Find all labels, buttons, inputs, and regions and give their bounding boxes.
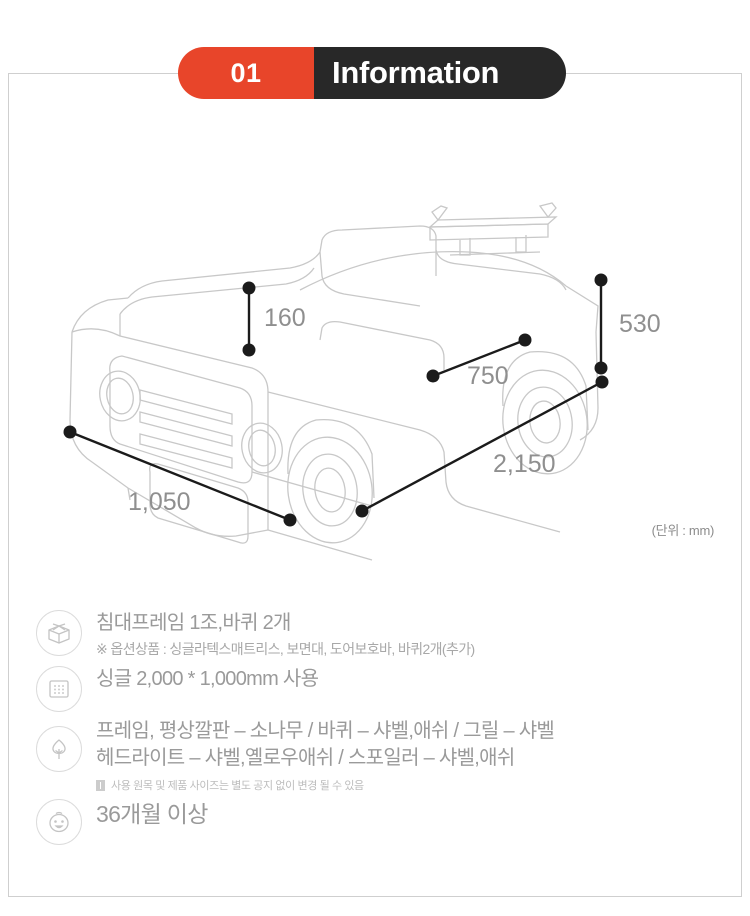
dimension-750: 750 — [426, 333, 532, 390]
product-dimension-diagram: 160 530 750 2,150 1,050 — [0, 100, 750, 570]
spec-body-materials: 프레임, 평상깔판 – 소나무 / 바퀴 – 샤벨,애쉬 / 그릴 – 샤벨 헤… — [96, 716, 555, 793]
spec-components-main: 침대프레임 1조,바퀴 2개 — [96, 612, 291, 634]
dimension-1050: 1,050 — [63, 425, 297, 527]
spec-components-options: ※ 옵션상품 : 싱글라텍스매트리스, 보면대, 도어보호바, 바퀴2개(추가) — [96, 641, 475, 657]
spec-row-components: 침대프레임 1조,바퀴 2개 ※ 옵션상품 : 싱글라텍스매트리스, 보면대, … — [36, 608, 716, 660]
dimension-160-label: 160 — [264, 304, 306, 332]
spec-materials-line1: 프레임, 평상깔판 – 소나무 / 바퀴 – 샤벨,애쉬 / 그릴 – 샤벨 — [96, 720, 555, 742]
spec-body-age: 36개월 이상 — [96, 797, 208, 830]
dimension-530: 530 — [594, 273, 661, 375]
tree-icon — [36, 726, 82, 772]
spec-body-mattress: 싱글 2,000 * 1,000mm 사용 — [96, 664, 319, 693]
spec-age-main: 36개월 이상 — [96, 801, 208, 827]
dimension-160: 160 — [242, 281, 306, 357]
dimension-2150: 2,150 — [355, 375, 609, 518]
spec-materials-note-row: 사용 원목 및 제품 사이즈는 별도 공지 없이 변경 될 수 있음 — [96, 777, 554, 793]
spec-materials-line2: 헤드라이트 – 샤벨,옐로우애쉬 / 스포일러 – 샤벨,애쉬 — [96, 747, 515, 769]
section-title: Information — [332, 55, 500, 90]
mattress-icon — [36, 666, 82, 712]
section-header: 01 Information — [178, 47, 566, 99]
spec-body-components: 침대프레임 1조,바퀴 2개 ※ 옵션상품 : 싱글라텍스매트리스, 보면대, … — [96, 608, 475, 660]
dimension-2150-label: 2,150 — [493, 450, 556, 478]
baby-icon — [36, 799, 82, 845]
dimension-750-label: 750 — [467, 362, 509, 390]
section-title-bar: Information — [314, 47, 566, 99]
content-panel — [8, 73, 742, 897]
spec-row-age: 36개월 이상 — [36, 797, 716, 845]
spec-row-materials: 프레임, 평상깔판 – 소나무 / 바퀴 – 샤벨,애쉬 / 그릴 – 샤벨 헤… — [36, 716, 716, 793]
dimension-530-label: 530 — [619, 310, 661, 338]
car-bed-illustration — [69, 202, 599, 561]
spec-materials-note: 사용 원목 및 제품 사이즈는 별도 공지 없이 변경 될 수 있음 — [111, 780, 364, 792]
section-number-badge: 01 — [178, 47, 314, 99]
spec-mattress-main: 싱글 2,000 * 1,000mm 사용 — [96, 668, 319, 690]
unit-note: (단위 : mm) — [651, 523, 715, 538]
section-number: 01 — [230, 57, 262, 88]
dimension-1050-label: 1,050 — [128, 488, 191, 516]
specification-list: 침대프레임 1조,바퀴 2개 ※ 옵션상품 : 싱글라텍스매트리스, 보면대, … — [36, 608, 716, 849]
box-icon — [36, 610, 82, 656]
spec-row-mattress: 싱글 2,000 * 1,000mm 사용 — [36, 664, 716, 712]
info-marker-icon — [96, 779, 105, 791]
